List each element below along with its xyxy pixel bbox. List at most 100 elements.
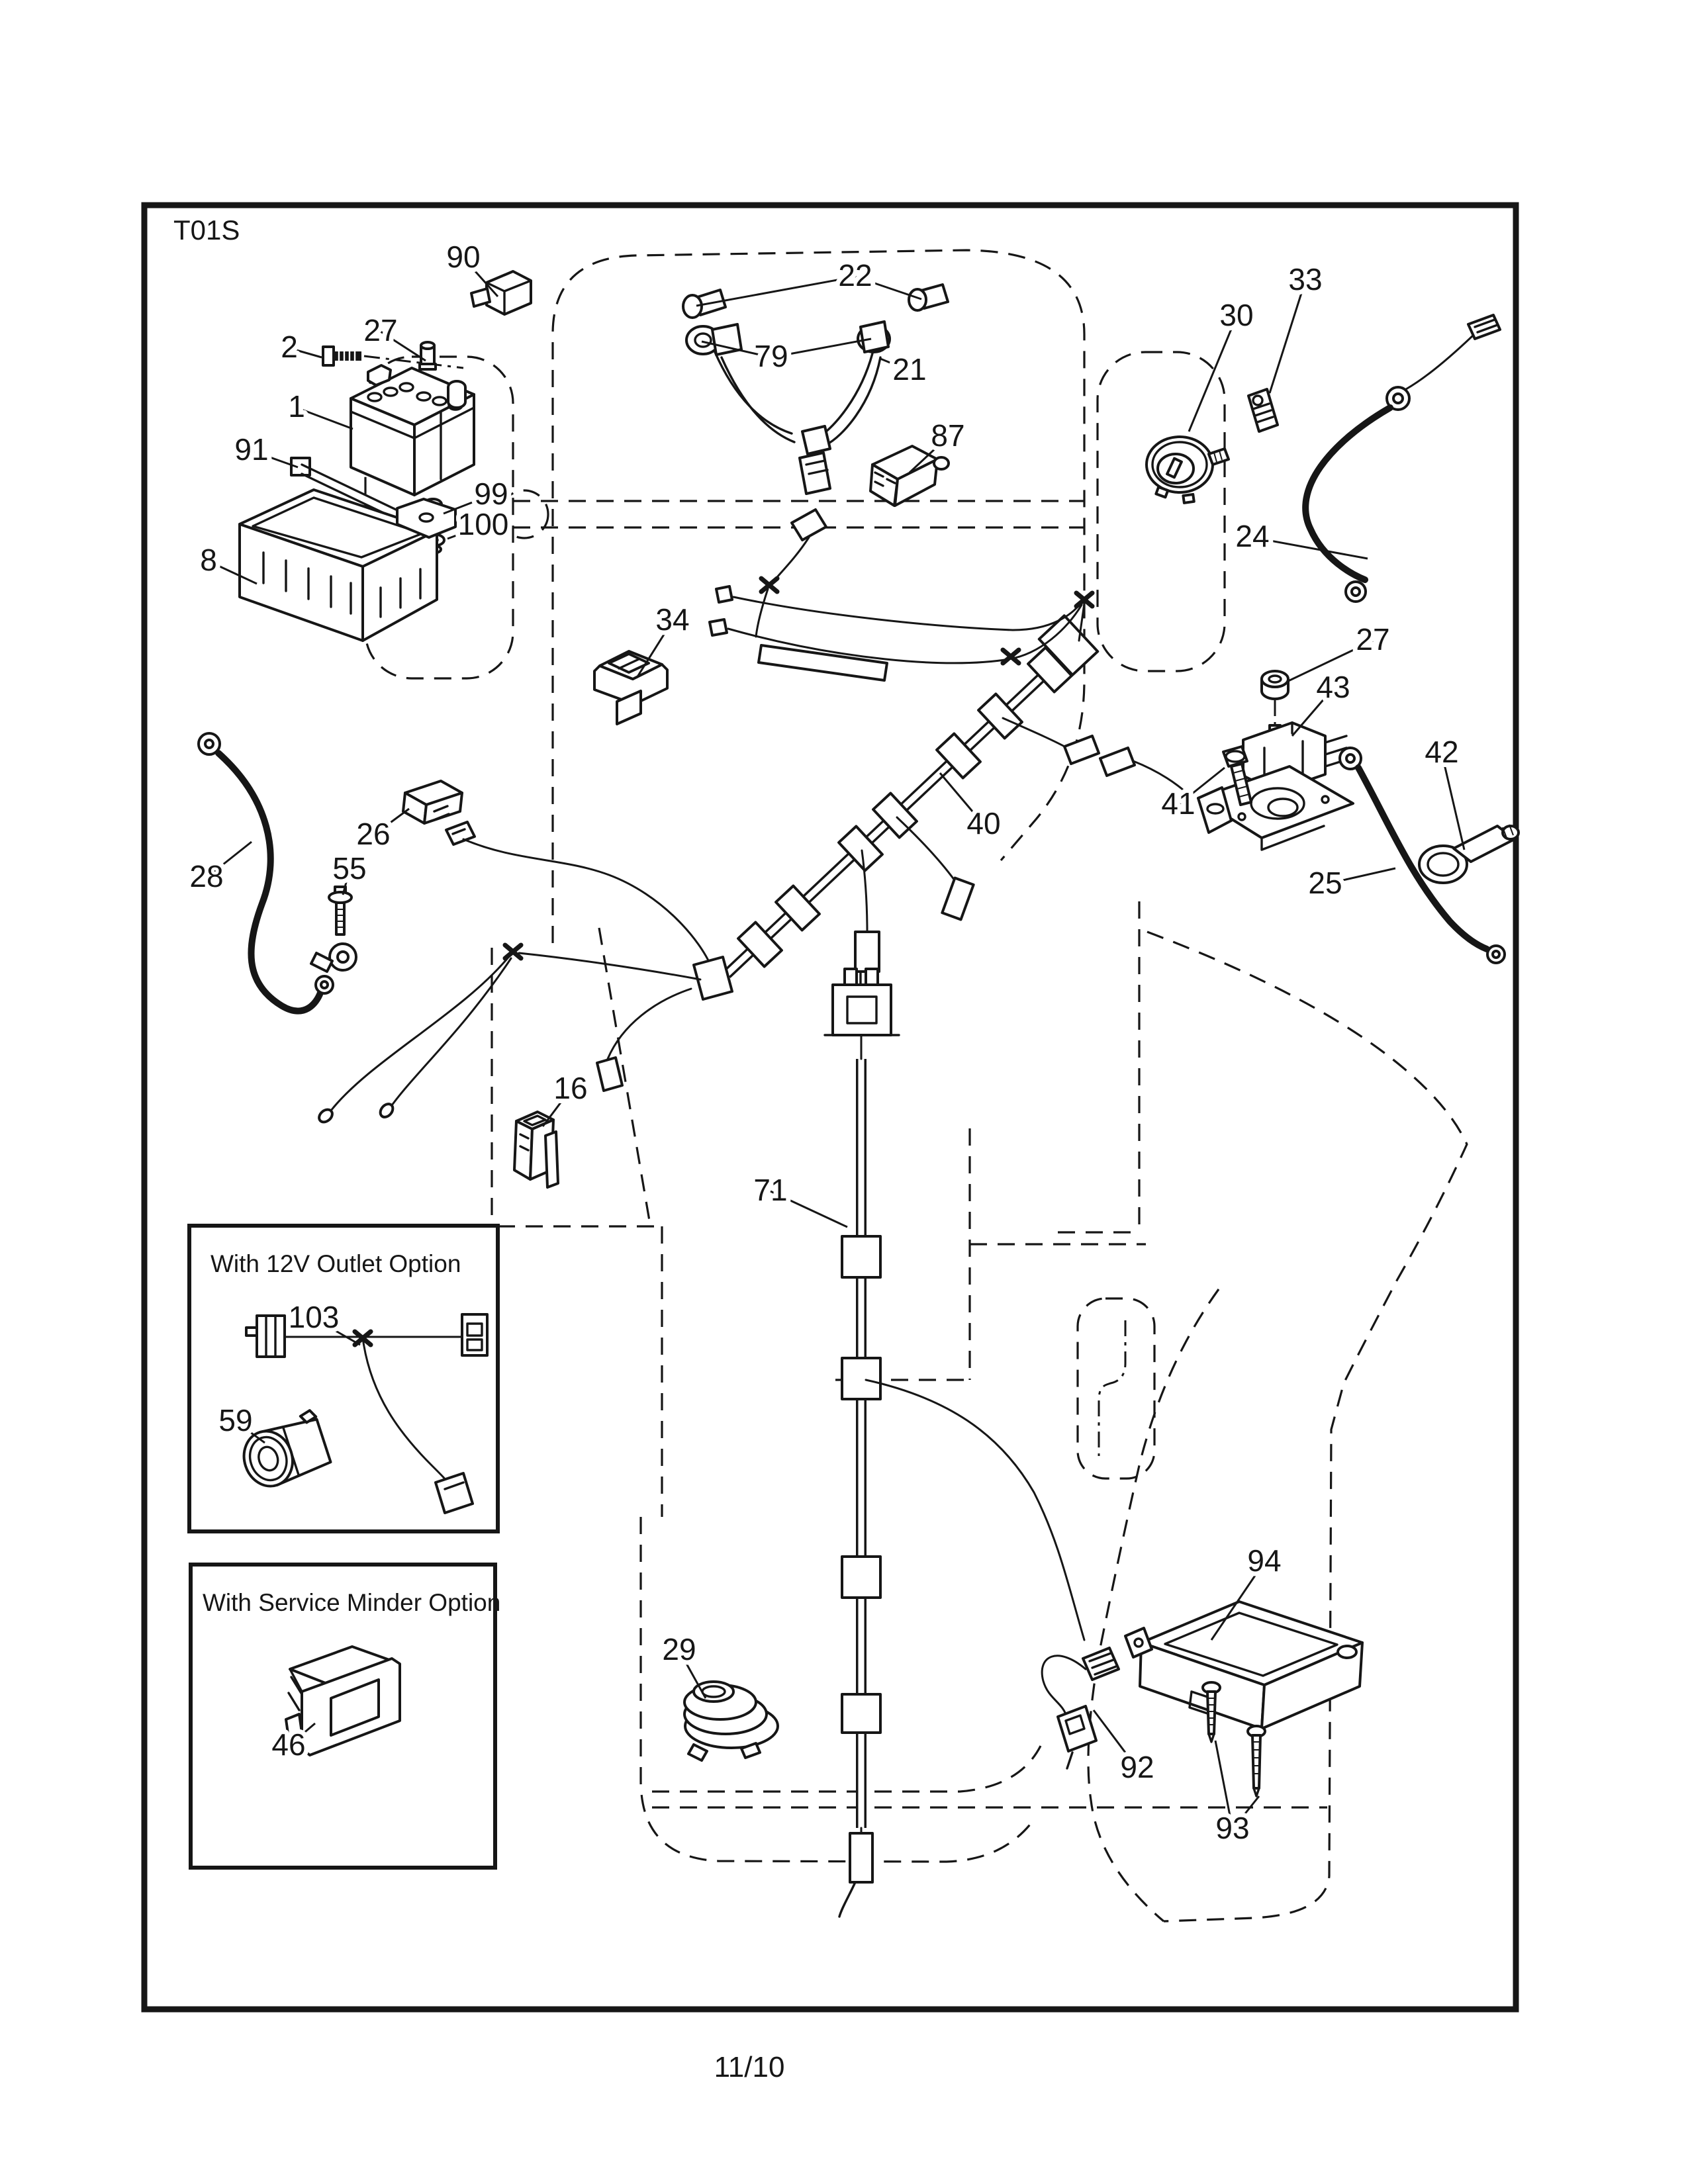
callout-91: 91 [234, 432, 268, 467]
solenoid-group [1197, 670, 1354, 851]
ignition-panel-outline [1096, 351, 1226, 672]
headlight-harness-icon [682, 283, 949, 495]
leader-line-22 [696, 275, 856, 307]
power-outlet-59-icon [242, 1409, 332, 1488]
leader-line-103 [313, 1317, 361, 1346]
callout-94: 94 [1247, 1543, 1281, 1578]
leader-line-22 [855, 275, 922, 300]
option-box-12v-outlet: With 12V Outlet Option [187, 1224, 500, 1533]
harness-clamp-icon [841, 1357, 882, 1400]
leader-line-42 [1440, 752, 1466, 850]
headlight-connector-icon [801, 425, 831, 455]
option-box-service-minder: With Service Minder Option [189, 1563, 500, 1870]
screws-93-icon [1201, 1681, 1266, 1797]
callout-8: 8 [200, 543, 217, 577]
leader-line-27-battery [380, 330, 426, 362]
callout-33: 33 [1288, 262, 1322, 296]
splice-x-icon [502, 576, 1095, 961]
callout-16: 16 [553, 1071, 587, 1105]
bullet-terminal-icon [318, 1108, 334, 1124]
leader-line-79 [701, 340, 772, 359]
inline-connector-icon [596, 1056, 624, 1092]
battery-nut-icon [418, 341, 437, 371]
callout-42: 42 [1425, 735, 1458, 769]
leader-line-46 [288, 1722, 316, 1747]
leader-line-34 [635, 620, 674, 678]
battery-group [238, 341, 475, 642]
fender-outline-left [1087, 1289, 1220, 1923]
callout-55: 55 [332, 851, 366, 886]
terminal-boot-42-icon [1418, 824, 1520, 884]
engine-compartment-outline [551, 249, 1086, 943]
leader-line-93 [1214, 1740, 1234, 1830]
hour-meter-94-icon [1124, 1600, 1364, 1730]
harness-clamp-icon [774, 884, 821, 932]
leader-line-29 [678, 1650, 707, 1699]
callout-79: 79 [754, 339, 788, 373]
branch-connector-icon [941, 876, 975, 921]
harness-clamp-icon [841, 1235, 882, 1279]
battery-terminal-bracket-icon [367, 364, 392, 387]
seat-harness-71 [823, 968, 1086, 1918]
callout-46: 46 [271, 1727, 305, 1762]
ground-cable-28-icon [197, 732, 334, 1015]
steering-column-outline [499, 489, 549, 539]
battery-icon [350, 364, 475, 496]
callout-92: 92 [1120, 1750, 1154, 1784]
solenoid-bracket-icon [1197, 765, 1354, 839]
leader-line-87 [908, 435, 949, 474]
callout-71: 71 [753, 1173, 787, 1207]
spade-terminal-icon [708, 618, 728, 637]
harness-clamp-icon [935, 732, 982, 780]
ignition-key-33-icon [1247, 388, 1279, 433]
callout-27-solenoid: 27 [1356, 622, 1389, 657]
leader-line-100 [447, 524, 484, 540]
leader-line-91 [251, 449, 299, 469]
callout-29: 29 [662, 1632, 696, 1666]
solenoid-43-icon [1197, 721, 1354, 851]
harness-clamp-icon [737, 921, 783, 968]
option-box-title: With 12V Outlet Option [211, 1250, 461, 1277]
leader-line-41 [1178, 766, 1225, 806]
shift-gate-outline [1076, 1297, 1156, 1480]
callout-28: 28 [189, 859, 223, 893]
sheet-code: T01S [173, 214, 240, 246]
callout-30: 30 [1219, 298, 1253, 332]
callout-21: 21 [892, 352, 926, 387]
horn-29-icon [683, 1680, 779, 1762]
battery-cable-25-icon [1338, 747, 1506, 964]
leader-line-25 [1325, 867, 1396, 886]
callout-22: 22 [838, 258, 872, 293]
leader-line-24 [1252, 536, 1368, 560]
battery-tray-icon [238, 488, 457, 642]
leader-line-55 [342, 869, 351, 895]
mounting-bolt-41-icon [1222, 745, 1252, 806]
interlock-switch-87-icon [869, 445, 950, 507]
fuse-26-icon [402, 780, 476, 846]
leader-line-21 [880, 357, 910, 372]
outlet-wire-103-icon [245, 1313, 489, 1514]
service-minder-46-icon [285, 1645, 401, 1756]
shift-gate-slot [1098, 1320, 1127, 1456]
bullet-terminal-icon [379, 1103, 395, 1118]
leader-line-33 [1268, 280, 1307, 394]
callout-59: 59 [218, 1403, 252, 1437]
branch-connector-icon [854, 931, 880, 973]
wire-sleeve-icon [757, 644, 888, 682]
chassis-dashed-outlines [364, 249, 1468, 1923]
harness-end-connector-icon [849, 1832, 874, 1884]
ignition-switch-30-icon [1145, 435, 1230, 504]
option-box-title: With Service Minder Option [203, 1589, 500, 1616]
frame-left-outline [491, 927, 663, 1517]
callout-27-battery: 27 [363, 313, 397, 347]
wire-net [318, 508, 1095, 1124]
page-number: 11/10 [714, 2051, 785, 2083]
leader-line-99 [443, 494, 492, 515]
leader-line-16 [541, 1089, 572, 1127]
harness-clamp-icon [1027, 646, 1073, 694]
fuse-connector-90-icon [470, 270, 532, 316]
leader-line-90 [462, 257, 499, 298]
